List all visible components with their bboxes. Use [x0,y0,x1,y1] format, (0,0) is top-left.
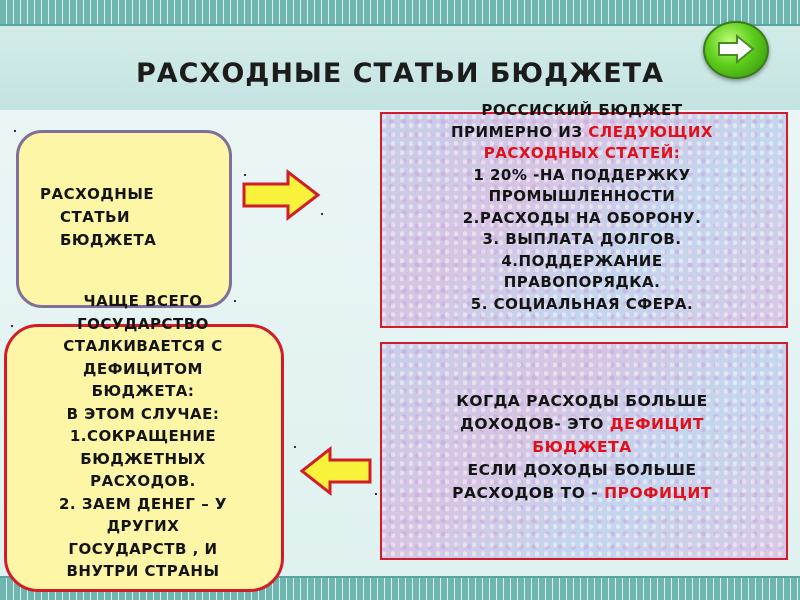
text-span: ПРИМЕРНО ИЗ [451,122,589,141]
highlight-text: БЮДЖЕТА [532,438,632,456]
text-line: БЮДЖЕТА: [91,382,195,400]
list-item: 3. ВЫПЛАТА ДОЛГОВ. [482,230,682,248]
text-line: ДОХОДОВ- ЭТО ДЕФИЦИТ [384,413,780,436]
list-item: 5. СОЦИАЛЬНАЯ СФЕРА. [470,294,694,313]
deficit-measures-box [4,324,284,592]
decorative-dot [321,213,323,215]
text-line: РАСХОДОВ ТО - ПРОФИЦИТ [384,482,780,505]
list-item: 2.РАСХОДЫ НА ОБОРОНУ. [462,208,702,227]
deficit-surplus-box [380,342,788,560]
decorative-dot [244,174,246,176]
highlight-text: СЛЕДУЮЩИХ [588,122,713,141]
arrow-right-icon [718,34,755,64]
text-line: КОГДА РАСХОДЫ БОЛЬШЕ [456,392,708,410]
deficit-measures-text: ЧАЩЕ ВСЕГО ГОСУДАРСТВО СТАЛКИВАЕТСЯ С ДЕ… [14,290,272,598]
text-line: РАСХОДОВ. [90,472,196,490]
text-line: ПРИМЕРНО ИЗ СЛЕДУЮЩИХ [384,122,780,144]
text-line: БЮДЖЕТА [60,231,157,249]
list-item: 1 20% -НА ПОДДЕРЖКУ [473,165,691,184]
text-line: СТАТЬИ [60,208,131,226]
decorative-dot [11,325,13,327]
text-line: РОССИСКИЙ БЮДЖЕТ [481,101,683,119]
next-slide-button[interactable] [703,21,769,79]
text-line: 1.СОКРАЩЕНИЕ [69,427,217,445]
text-span: РАСХОДОВ ТО - [452,484,605,502]
list-item: ПРАВОПОРЯДКА. [503,273,661,291]
expense-items-label: РАСХОДНЫЕ СТАТЬИ БЮДЖЕТА [40,183,160,252]
text-line: ЕСЛИ ДОХОДЫ БОЛЬШЕ [467,461,697,479]
text-line: СТАЛКИВАЕТСЯ С [63,337,223,355]
text-line: 2. ЗАЕМ ДЕНЕГ – У [59,494,227,513]
arrow-right-icon [242,168,321,222]
russian-budget-text: РОССИСКИЙ БЮДЖЕТ ПРИМЕРНО ИЗ СЛЕДУЮЩИХ Р… [384,100,780,315]
list-item: ПРОМЫШЛЕННОСТИ [488,187,676,205]
highlight-text: ПРОФИЦИТ [604,484,712,502]
text-line: ГОСУДАРСТВО [77,314,209,333]
highlight-text: ДЕФИЦИТ [609,415,704,433]
highlight-text: РАСХОДНЫХ СТАТЕЙ: [483,144,681,162]
arrow-left-icon [299,446,372,496]
decorative-dot [234,300,236,302]
slide-title: РАСХОДНЫЕ СТАТЬИ БЮДЖЕТА [136,58,664,89]
text-line: ВНУТРИ СТРАНЫ [66,562,220,580]
text-line: В ЭТОМ СЛУЧАЕ: [66,404,220,423]
list-item: 4.ПОДДЕРЖАНИЕ [501,251,663,270]
russian-budget-box [380,112,788,328]
text-line: ГОСУДАРСТВ , И [68,539,218,558]
notebook-top-border [0,0,800,26]
text-line: ЧАЩЕ ВСЕГО [83,292,203,310]
text-line: ДЕФИЦИТОМ [83,359,203,378]
text-line: БЮДЖЕТНЫХ [80,449,206,468]
decorative-dot [294,446,296,448]
decorative-dot [375,493,377,495]
decorative-dot [14,130,16,132]
text-line: ДРУГИХ [106,517,180,535]
expense-items-box [16,130,232,308]
text-line: РАСХОДНЫЕ [40,185,155,203]
text-span: ДОХОДОВ- ЭТО [460,415,610,433]
deficit-surplus-text: КОГДА РАСХОДЫ БОЛЬШЕ ДОХОДОВ- ЭТО ДЕФИЦИ… [384,390,780,505]
title-band [0,26,800,110]
